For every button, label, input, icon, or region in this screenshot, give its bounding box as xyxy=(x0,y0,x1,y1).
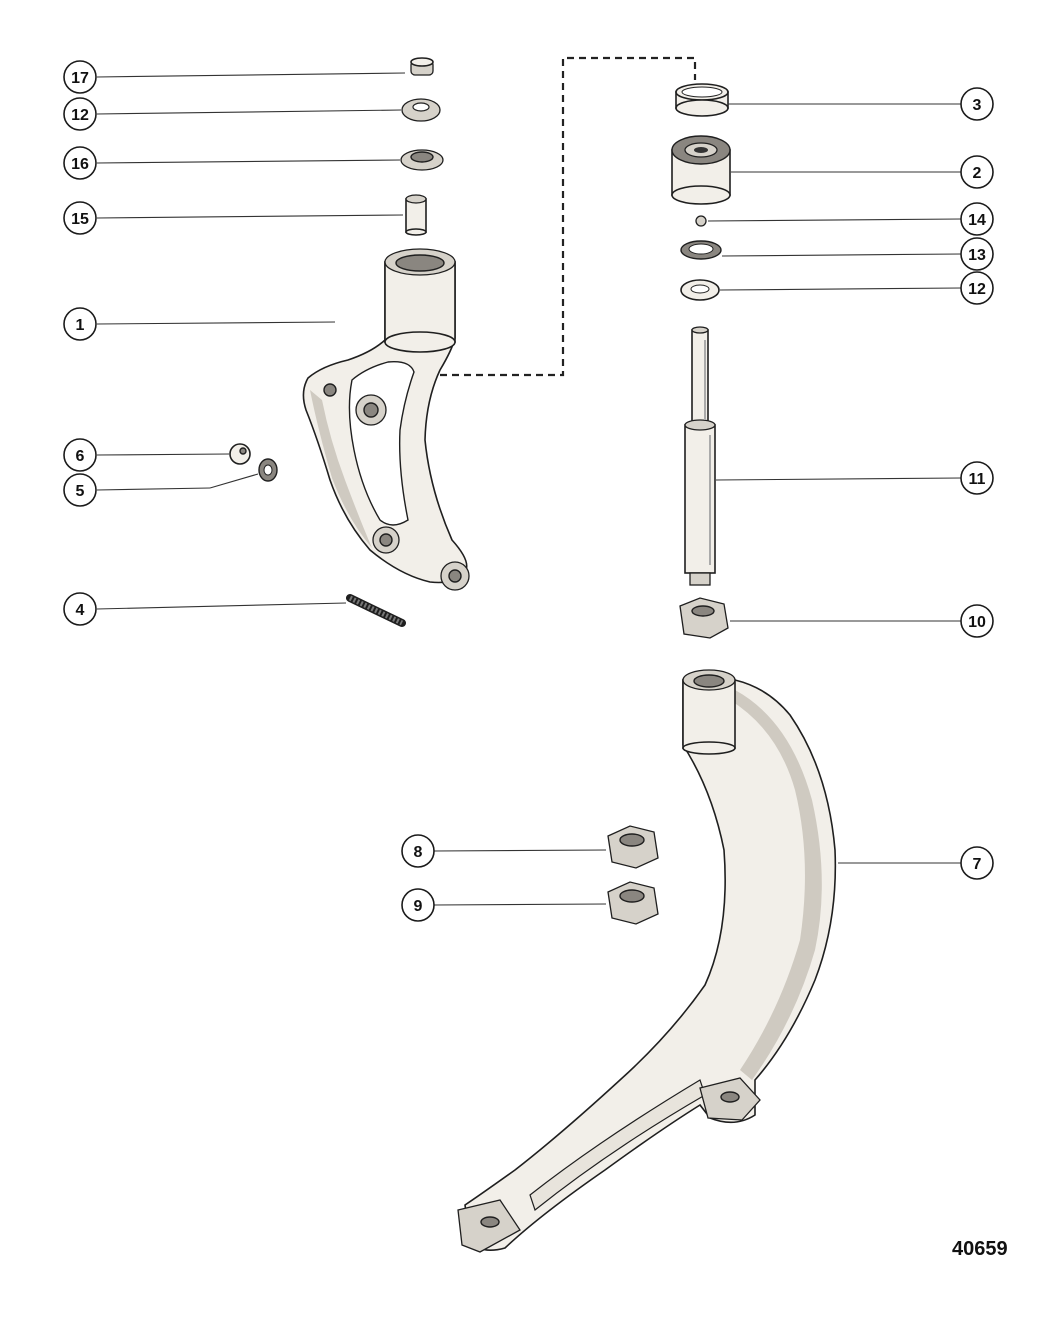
callout-12-lower: 12 xyxy=(960,271,994,305)
callout-8: 8 xyxy=(401,834,435,868)
part-6-nut xyxy=(229,443,251,465)
leader-9 xyxy=(433,903,607,906)
leader-14 xyxy=(707,218,962,222)
callout-14: 14 xyxy=(960,202,994,236)
callout-2: 2 xyxy=(960,155,994,189)
callout-7: 7 xyxy=(960,846,994,880)
svg-text:2: 2 xyxy=(973,165,982,182)
svg-text:3: 3 xyxy=(973,97,982,114)
callout-13: 13 xyxy=(960,237,994,271)
leader-lines xyxy=(96,72,962,906)
part-15-sleeve xyxy=(405,194,427,236)
callout-11: 11 xyxy=(960,461,994,495)
svg-text:12: 12 xyxy=(968,281,986,298)
leader-15 xyxy=(96,214,404,219)
callout-3: 3 xyxy=(960,87,994,121)
figure-number: 40659 xyxy=(952,1238,1008,1260)
part-8-hex-nut xyxy=(607,825,659,869)
callout-6: 6 xyxy=(63,438,97,472)
part-5-lock-washer xyxy=(258,458,278,482)
svg-text:10: 10 xyxy=(968,614,986,631)
part-14-ball xyxy=(695,215,707,227)
svg-text:14: 14 xyxy=(968,212,986,229)
leader-4 xyxy=(96,602,347,610)
leader-1 xyxy=(96,321,336,325)
callout-5: 5 xyxy=(63,473,97,507)
part-16-bushing-washer xyxy=(400,149,444,171)
svg-text:8: 8 xyxy=(414,844,423,861)
leader-17 xyxy=(96,72,406,78)
leader-16 xyxy=(96,159,401,164)
leader-8 xyxy=(433,849,607,852)
part-11-shaft xyxy=(684,326,716,586)
callout-17: 17 xyxy=(63,60,97,94)
leader-11 xyxy=(715,477,962,481)
leader-12a xyxy=(96,109,402,115)
part-10-hex-nut xyxy=(679,597,729,639)
callout-9: 9 xyxy=(401,888,435,922)
svg-text:4: 4 xyxy=(76,602,85,619)
leader-6 xyxy=(96,453,230,456)
svg-text:11: 11 xyxy=(969,471,986,488)
leader-13 xyxy=(721,253,962,257)
svg-text:5: 5 xyxy=(76,483,85,500)
svg-text:13: 13 xyxy=(968,247,986,264)
part-12-upper-washer xyxy=(401,98,441,122)
svg-text:17: 17 xyxy=(71,70,89,87)
leader-12b xyxy=(719,287,962,291)
svg-text:9: 9 xyxy=(414,898,423,915)
part-7-lower-arm xyxy=(457,669,837,1253)
svg-text:12: 12 xyxy=(71,107,89,124)
callout-16: 16 xyxy=(63,146,97,180)
callout-1: 1 xyxy=(63,307,97,341)
leader-5b xyxy=(209,473,259,489)
part-9-hex-nut xyxy=(607,881,659,925)
part-17-small-nut xyxy=(410,57,434,76)
part-3-ring xyxy=(675,83,729,117)
part-12-lower-washer xyxy=(680,279,720,301)
svg-text:15: 15 xyxy=(71,211,89,228)
part-13-seal xyxy=(680,240,722,260)
callout-12-upper: 12 xyxy=(63,97,97,131)
svg-text:7: 7 xyxy=(973,856,982,873)
svg-text:6: 6 xyxy=(76,448,85,465)
callout-10: 10 xyxy=(960,604,994,638)
part-4-threaded-stud xyxy=(346,594,406,627)
svg-text:1: 1 xyxy=(76,317,85,334)
callout-4: 4 xyxy=(63,592,97,626)
assembly-dashed-path xyxy=(413,56,697,377)
part-2-bearing xyxy=(671,135,731,205)
leader-5 xyxy=(96,487,211,491)
part-1-upper-arm xyxy=(302,248,470,591)
callout-15: 15 xyxy=(63,201,97,235)
svg-text:16: 16 xyxy=(71,156,89,173)
